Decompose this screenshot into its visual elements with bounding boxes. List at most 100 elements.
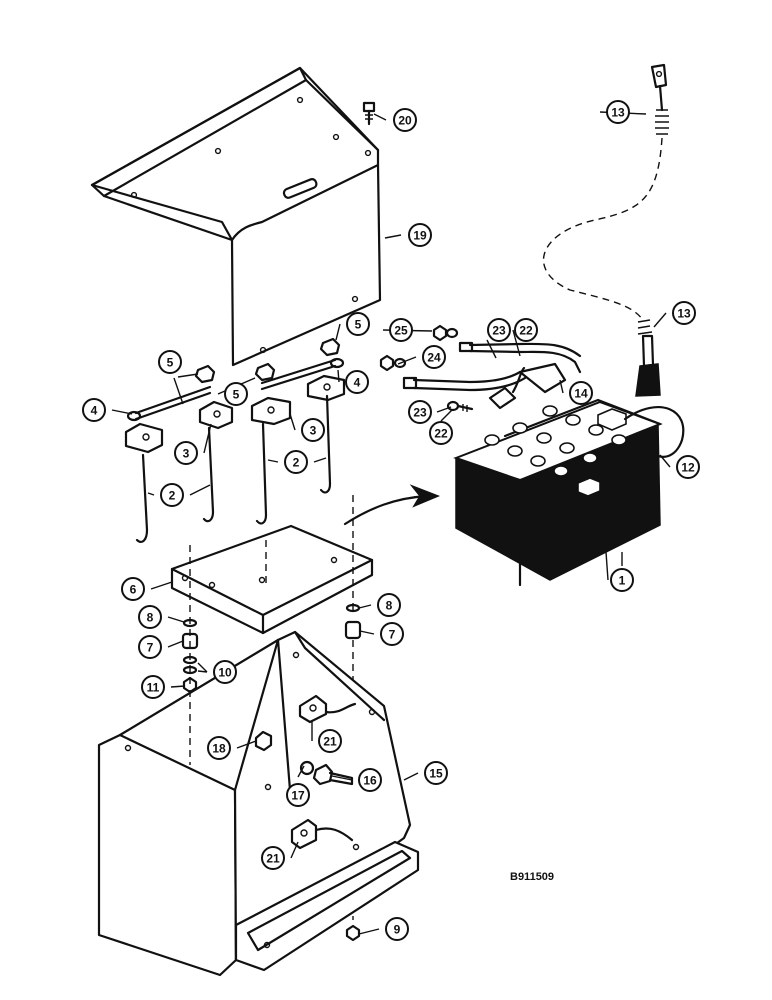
callout-13: 13 [606,100,630,124]
callout-circle [82,398,106,422]
callout-circle [207,736,231,760]
isolator-stack-left [181,618,199,694]
callout-number: 18 [212,742,226,756]
callout-8: 8 [138,605,162,629]
arrow-to-battery [343,494,429,526]
callout-13: 13 [672,301,696,325]
callout-8: 8 [377,593,401,617]
callout-circle [358,768,382,792]
battery-tray [170,495,374,765]
callout-circle [141,675,165,699]
callout-number: 14 [574,387,588,401]
callout-number: 11 [147,681,160,695]
callout-number: 3 [183,447,190,461]
callout-11: 11 [141,675,165,699]
callout-circle [301,418,325,442]
callout-number: 23 [492,324,506,338]
callout-3: 3 [301,418,325,442]
terminal-hardware [379,324,474,412]
callout-number: 5 [233,388,240,402]
callout-20: 20 [393,108,417,132]
callout-number: 24 [427,351,441,365]
callout-circle [422,345,446,369]
callout-14: 14 [569,381,593,405]
callout-circle [514,318,538,342]
callout-circle [676,455,700,479]
battery-cables [402,341,685,458]
battery-pair [453,398,663,587]
callout-circle [138,635,162,659]
callout-number: 23 [413,406,427,420]
callout-number: 21 [323,735,337,749]
callout-9: 9 [385,917,409,941]
battery-hold-down-hardware [124,337,346,544]
callout-circle [224,382,248,406]
callout-25: 25 [389,318,413,342]
callout-24: 24 [422,345,446,369]
battery-cover [90,66,382,367]
callout-23: 23 [408,400,432,424]
callout-circle [158,350,182,374]
callout-number: 8 [147,611,154,625]
callout-19: 19 [408,223,432,247]
callout-circle [121,577,145,601]
callout-circle [385,917,409,941]
callout-circle [569,381,593,405]
callout-number: 17 [291,789,305,803]
callout-number: 19 [413,229,427,243]
callout-10: 10 [213,660,237,684]
battery-box [97,630,420,977]
callout-number: 5 [167,356,174,370]
callout-number: 22 [519,324,533,338]
callout-number: 21 [266,852,280,866]
callout-circle [160,483,184,507]
callout-5: 5 [158,350,182,374]
callout-21: 21 [318,729,342,753]
callout-number: 6 [130,583,137,597]
callout-2: 2 [284,450,308,474]
callout-number: 20 [398,114,412,128]
callout-number: 8 [386,599,393,613]
callout-5: 5 [346,312,370,336]
callout-circle [286,783,310,807]
callout-7: 7 [138,635,162,659]
callout-circle [408,223,432,247]
callout-number: 13 [611,106,625,120]
callout-23: 23 [487,318,511,342]
callout-number: 15 [429,767,443,781]
callout-number: 12 [681,461,695,475]
callout-number: 13 [677,307,691,321]
callout-17: 17 [286,783,310,807]
ground-cable [542,63,669,397]
callout-number: 16 [363,774,377,788]
callout-number: 1 [619,574,626,588]
callout-number: 9 [394,923,401,937]
callout-circle [429,421,453,445]
callout-circle [346,312,370,336]
callout-number: 10 [218,666,232,680]
callout-1: 1 [610,568,634,592]
callout-circle [377,593,401,617]
callout-4: 4 [345,370,369,394]
callout-circle [284,450,308,474]
callout-circle [424,761,448,785]
callout-3: 3 [174,441,198,465]
callout-5: 5 [224,382,248,406]
callout-22: 22 [514,318,538,342]
callout-4: 4 [82,398,106,422]
callout-21: 21 [261,846,285,870]
callout-circle [610,568,634,592]
arrow-to-battery-head [409,484,441,508]
callout-circle [389,318,413,342]
callout-number: 4 [354,376,361,390]
callout-number: 2 [169,489,176,503]
callout-circle [487,318,511,342]
callout-18: 18 [207,736,231,760]
callout-6: 6 [121,577,145,601]
callout-circle [380,622,404,646]
callout-number: 25 [394,324,408,338]
callout-number: 4 [91,404,98,418]
